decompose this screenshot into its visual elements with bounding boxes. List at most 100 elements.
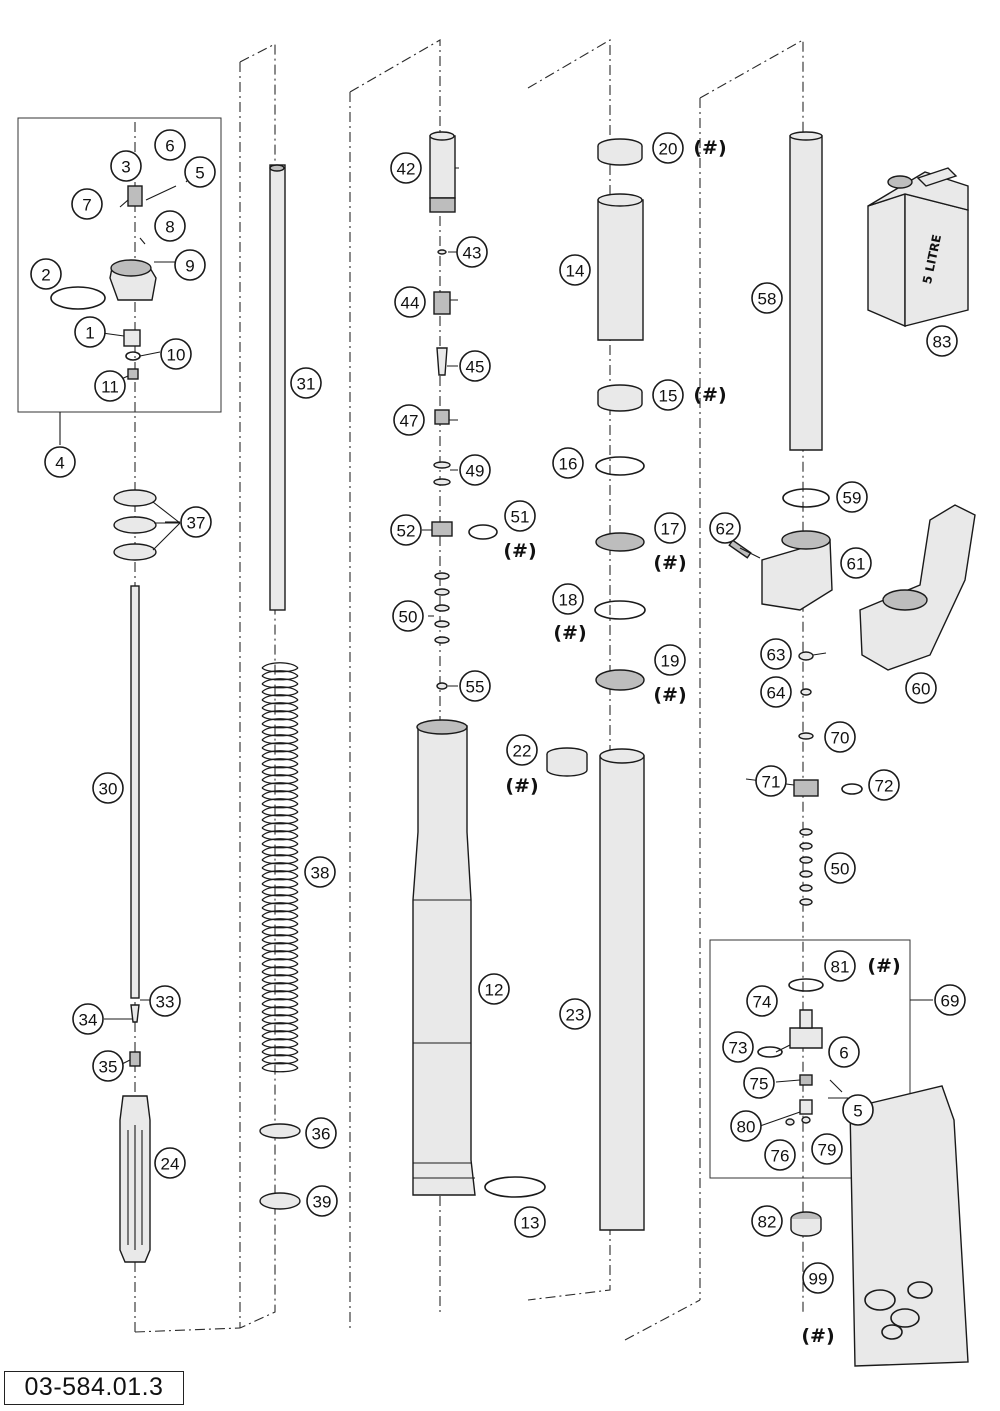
callout-circle xyxy=(764,1139,796,1171)
callout-label: 22 xyxy=(513,742,532,761)
callout-label: 31 xyxy=(297,375,316,394)
callout-12: 12 xyxy=(478,973,510,1005)
callout-label: 49 xyxy=(466,462,485,481)
callout-circle xyxy=(802,1262,834,1294)
callout-55: 55 xyxy=(459,670,491,702)
part-tube-31 xyxy=(269,164,286,611)
callout-23: 23 xyxy=(559,998,591,1030)
callout-label: 83 xyxy=(933,333,952,352)
callout-circle xyxy=(110,150,142,182)
callout-15: 15 xyxy=(652,379,684,411)
callout-label: 35 xyxy=(99,1058,118,1077)
callout-label: 8 xyxy=(165,218,174,237)
callout-circle xyxy=(459,670,491,702)
callout-circle xyxy=(652,379,684,411)
callout-circle xyxy=(824,721,856,753)
part-cartridge-24 xyxy=(119,1095,151,1263)
callout-20: 20 xyxy=(652,132,684,164)
callout-label: 71 xyxy=(762,773,781,792)
callout-label: 5 xyxy=(195,164,204,183)
callout-circle xyxy=(459,350,491,382)
callout-75: 75 xyxy=(743,1067,775,1099)
callout-8: 8 xyxy=(154,210,186,242)
callout-label: 34 xyxy=(79,1011,98,1030)
callout-label: 37 xyxy=(187,514,206,533)
callout-circle xyxy=(926,325,958,357)
callout-circle xyxy=(478,973,510,1005)
callout-label: 50 xyxy=(831,860,850,879)
callout-label: 64 xyxy=(767,684,786,703)
callout-5: 5 xyxy=(184,156,216,188)
callout-label: 15 xyxy=(659,387,678,406)
callout-circle xyxy=(730,1110,762,1142)
callout-label: 5 xyxy=(853,1102,862,1121)
callout-circle xyxy=(94,370,126,402)
hash-mark: (#) xyxy=(653,684,686,706)
callout-19: 19 xyxy=(654,644,686,676)
callout-circle xyxy=(92,772,124,804)
callout-11: 11 xyxy=(94,370,126,402)
callout-label: 33 xyxy=(156,993,175,1012)
callout-label: 7 xyxy=(82,196,91,215)
part-oring-59 xyxy=(782,488,830,508)
hash-mark: (#) xyxy=(693,137,726,159)
hash-mark: (#) xyxy=(693,384,726,406)
callout-61: 61 xyxy=(840,547,872,579)
callout-label: 20 xyxy=(659,140,678,159)
callout-circle xyxy=(751,1205,783,1237)
callout-74: 74 xyxy=(746,985,778,1017)
callout-label: 72 xyxy=(875,777,894,796)
callout-circle xyxy=(305,1117,337,1149)
callout-6: 6 xyxy=(828,1036,860,1068)
seal-kit-bag-99 xyxy=(849,1085,969,1367)
callout-label: 51 xyxy=(511,508,530,527)
callout-label: 23 xyxy=(566,1006,585,1025)
callout-circle xyxy=(290,367,322,399)
callout-2: 2 xyxy=(30,258,62,290)
callout-label: 76 xyxy=(771,1147,790,1166)
callout-38: 38 xyxy=(304,856,336,888)
callout-label: 9 xyxy=(185,257,194,276)
part-damper-stack xyxy=(793,651,863,906)
callout-81: 81 xyxy=(824,950,856,982)
callout-circle xyxy=(459,454,491,486)
callout-35: 35 xyxy=(92,1050,124,1082)
callout-circle xyxy=(751,282,783,314)
callout-label: 36 xyxy=(312,1125,331,1144)
hash-mark: (#) xyxy=(801,1325,834,1347)
callout-label: 74 xyxy=(753,993,772,1012)
callout-circle xyxy=(306,1185,338,1217)
callout-14: 14 xyxy=(559,254,591,286)
callout-31: 31 xyxy=(290,367,322,399)
callout-22: 22 xyxy=(506,734,538,766)
callout-label: 6 xyxy=(165,137,174,156)
callout-circle xyxy=(392,600,424,632)
callout-label: 69 xyxy=(941,992,960,1011)
part-ring-13 xyxy=(484,1176,546,1198)
callout-circle xyxy=(824,950,856,982)
callout-label: 1 xyxy=(85,324,94,343)
callout-circle xyxy=(654,644,686,676)
part-rings-36-39 xyxy=(259,1123,301,1210)
callout-45: 45 xyxy=(459,350,491,382)
part-spring-38 xyxy=(261,662,299,1073)
callout-label: 82 xyxy=(758,1213,777,1232)
callout-36: 36 xyxy=(305,1117,337,1149)
callout-circle xyxy=(92,1050,124,1082)
callout-label: 50 xyxy=(399,608,418,627)
callout-label: 42 xyxy=(397,160,416,179)
callout-circle xyxy=(154,129,186,161)
hash-mark: (#) xyxy=(867,955,900,977)
callout-37: 37 xyxy=(180,506,212,538)
callout-70: 70 xyxy=(824,721,856,753)
callout-6: 6 xyxy=(154,129,186,161)
callout-circle xyxy=(709,512,741,544)
part-inner-tube-parts xyxy=(546,138,646,1231)
part-cap-assembly xyxy=(50,185,157,380)
callout-73: 73 xyxy=(722,1031,754,1063)
callout-circle xyxy=(811,1133,843,1165)
callout-label: 62 xyxy=(716,520,735,539)
callout-circle xyxy=(72,1003,104,1035)
callout-label: 44 xyxy=(401,294,420,313)
callout-circle xyxy=(654,512,686,544)
